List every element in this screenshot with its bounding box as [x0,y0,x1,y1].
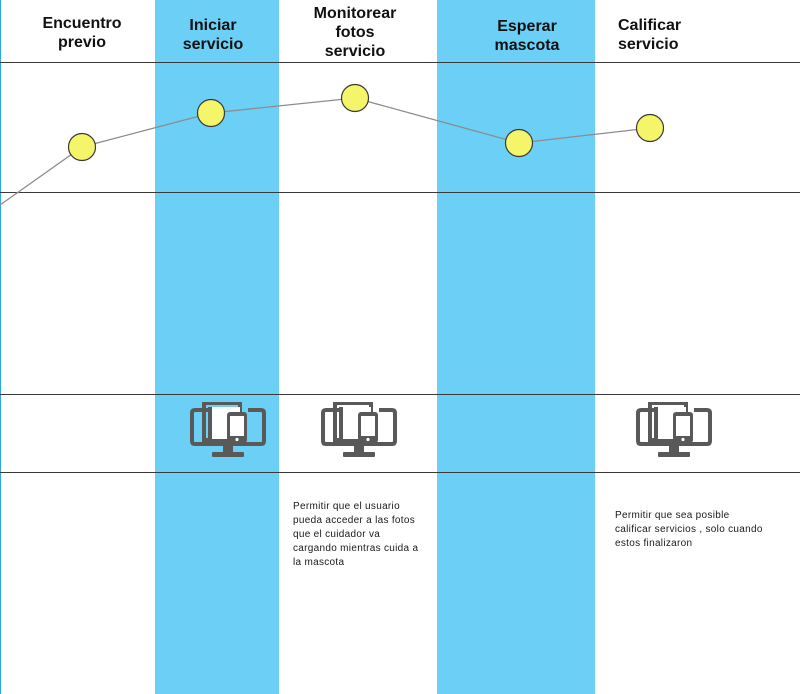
row-divider-touchpoints-bottom [0,472,800,473]
stage-title-esperar-mascota: Esperar mascota [494,18,560,54]
devices-icon [636,402,712,457]
devices-icon [321,402,397,457]
row-divider-header [0,62,800,63]
row-divider-touchpoints-top [0,394,800,395]
stage-title-iniciar-servicio: Iniciar servicio [182,17,244,53]
emotion-node-encuentro-previo [67,132,97,162]
stage-band-iniciar-servicio [155,0,279,694]
row-divider-emotion [0,192,800,193]
emotion-node-monitorear-fotos [340,83,370,113]
note-monitorear-fotos: Permitir que el usuario pueda acceder a … [293,501,419,568]
devices-icon [190,402,266,457]
stage-title-monitorear-fotos: Monitorear fotos servicio [313,5,397,60]
note-calificar-servicio: Permitir que sea posible calificar servi… [615,510,763,549]
left-edge-line [0,0,1,694]
emotion-node-calificar-servicio [635,113,665,143]
stage-title-encuentro-previo: Encuentro previo [42,15,122,51]
stage-band-esperar-mascota [437,0,595,694]
stage-title-calificar-servicio: Calificar servicio [618,17,682,53]
